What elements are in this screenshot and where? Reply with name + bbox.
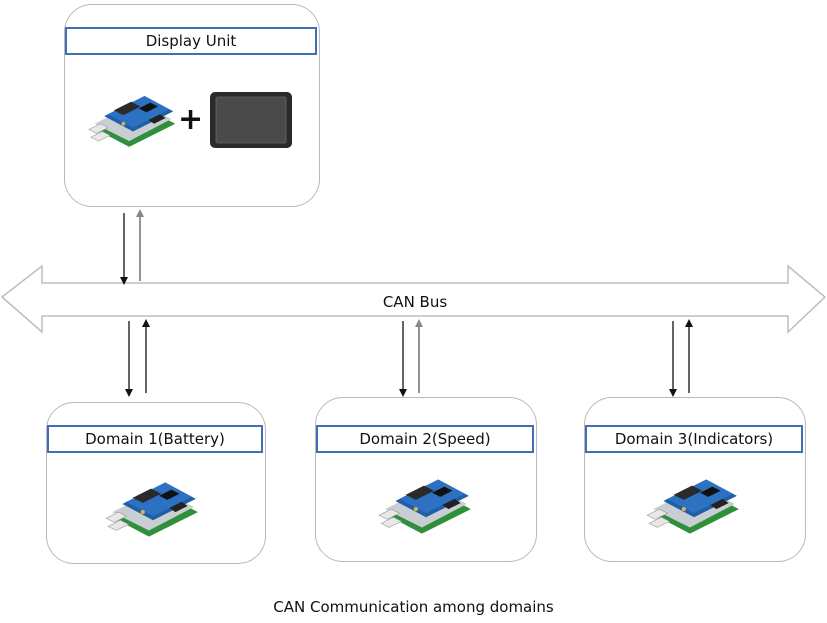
figure-caption: CAN Communication among domains	[273, 598, 554, 616]
raspberry-pi-can-board-icon	[85, 85, 181, 153]
touchscreen-display-icon	[210, 92, 292, 148]
domain-2-title: Domain 2(Speed)	[316, 425, 534, 453]
can-bus-arrow	[0, 264, 827, 334]
domain-1-node: Domain 1(Battery)	[46, 402, 266, 564]
display-unit-title: Display Unit	[65, 27, 317, 55]
raspberry-pi-can-board-icon	[102, 471, 204, 543]
domain-1-title: Domain 1(Battery)	[47, 425, 263, 453]
can-bus-label: CAN Bus	[382, 293, 448, 311]
display-unit-node: Display Unit +	[64, 4, 320, 207]
domain-3-title: Domain 3(Indicators)	[585, 425, 803, 453]
domain-2-node: Domain 2(Speed)	[315, 397, 537, 562]
domain-3-node: Domain 3(Indicators)	[584, 397, 806, 562]
raspberry-pi-can-board-icon	[375, 468, 477, 540]
raspberry-pi-can-board-icon	[643, 468, 745, 540]
plus-sign: +	[178, 102, 204, 137]
